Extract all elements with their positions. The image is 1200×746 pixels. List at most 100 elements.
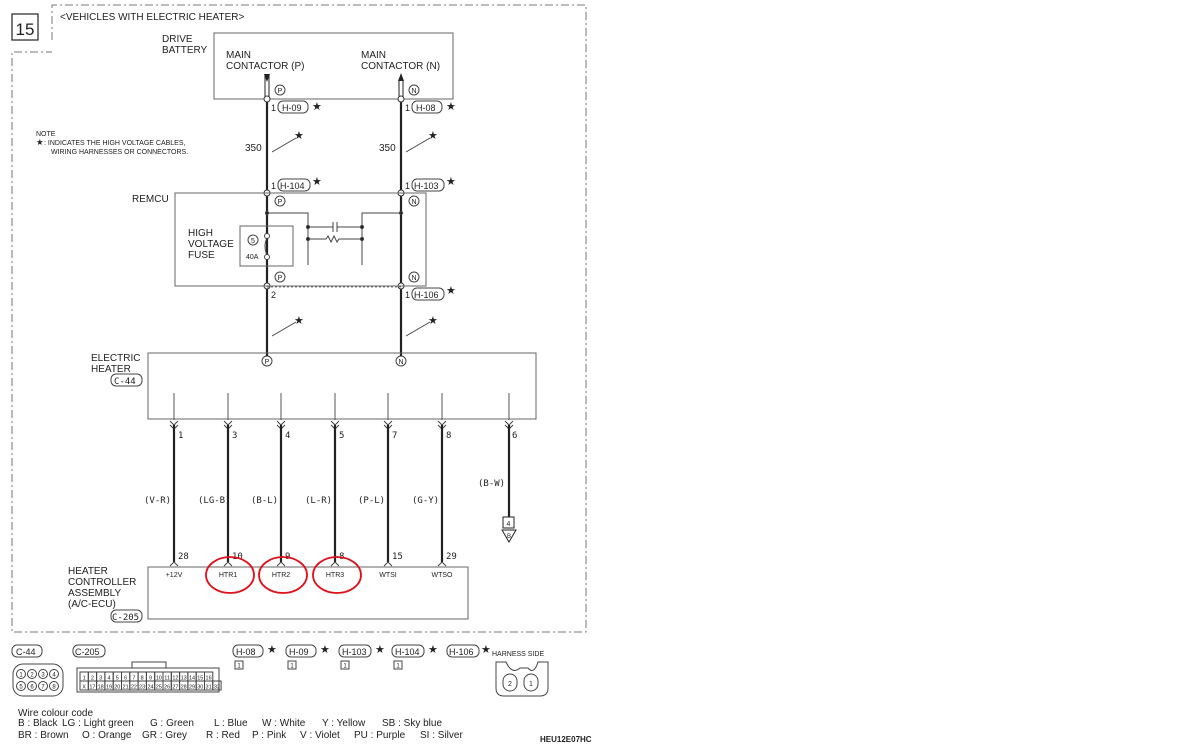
wire-color-code: (L-R) (305, 496, 332, 506)
c205-pin: 20 (114, 685, 120, 691)
colour-code-entry: PU : Purple (354, 730, 406, 741)
wire-color-code: (G-Y) (412, 496, 439, 506)
hv-star-icon: ★ (446, 176, 456, 188)
heater-pin-number: 3 (232, 431, 237, 441)
h09-label: H-09 (282, 103, 302, 113)
controller-label-3: ASSEMBLY (68, 588, 121, 599)
c205-pin: 4 (107, 676, 110, 682)
colour-code-entry: R : Red (206, 730, 240, 741)
c205-pin: 21 (123, 685, 129, 691)
c205-pin: 25 (156, 685, 162, 691)
remcu-label: REMCU (132, 194, 169, 205)
c44-pin: 5 (19, 685, 23, 691)
c205-pin: 27 (172, 685, 178, 691)
ecu-terminal-label: WTSI (379, 572, 397, 579)
hv-star-icon: ★ (446, 285, 456, 297)
main-contactor-p-2: CONTACTOR (P) (226, 61, 305, 72)
colour-code-entry: BR : Brown (18, 730, 69, 741)
electric-heater-box (147, 352, 537, 420)
heater-pin-number: 4 (285, 431, 290, 441)
highlight-circle (312, 556, 362, 594)
c44-pin: 2 (30, 673, 34, 679)
signal-wire: 1(V-R)28+12V (144, 393, 189, 579)
wire-color-code: (V-R) (144, 496, 171, 506)
h106-connector-face (495, 661, 549, 697)
cable-size-n: 350 (379, 143, 396, 154)
main-contactor-p-1: MAIN (226, 50, 251, 61)
heater-pin-number: 1 (178, 431, 183, 441)
single-connector-label: H-104 (395, 647, 420, 657)
ecu-terminal-label: +12V (166, 572, 183, 579)
ground-heater-pin: 6 (512, 431, 517, 441)
page-number-box (11, 13, 39, 41)
colour-code-entry: P : Pink (252, 730, 287, 741)
ecu-terminal-label: HTR2 (272, 572, 290, 579)
ground-letter: B (507, 534, 511, 540)
colour-code-entry: L : Blue (214, 718, 248, 729)
hv-star-icon: ★ (267, 644, 277, 656)
c205-pin: 14 (189, 676, 195, 682)
terminal-n-label: N (411, 275, 416, 282)
connector-node (397, 95, 405, 103)
remcu-p-pin: 2 (271, 290, 276, 300)
terminal-n-label: N (411, 88, 416, 95)
h08-pin: 1 (405, 103, 410, 113)
contactor-n-arrow-icon (398, 73, 404, 81)
colour-code-entry: Y : Yellow (322, 718, 366, 729)
contactor-p-arrow-icon (264, 74, 270, 82)
colour-code-entry: G : Green (150, 718, 194, 729)
c205-pin: 29 (189, 685, 195, 691)
hv-star-icon: ★ (320, 644, 330, 656)
fuse-number: 5 (251, 238, 255, 245)
colour-code-entry: SI : Silver (420, 730, 463, 741)
remcu-box (174, 192, 427, 287)
c205-pin: 5 (116, 676, 119, 682)
harness-side-label: HARNESS SIDE (492, 651, 544, 658)
h106-view-label: H-106 (449, 647, 474, 657)
signal-wires: 1(V-R)28+12V3(LG-B)10HTR14(B-L)9HTR25(L-… (144, 393, 457, 594)
fuse-box (239, 225, 294, 267)
ecu-terminal-label: WTSO (432, 572, 454, 579)
ecu-terminal-label: HTR1 (219, 572, 237, 579)
drive-battery-box (213, 32, 454, 100)
controller-connector: C-205 (112, 613, 139, 623)
c205-pin: 11 (164, 676, 170, 682)
note-heading: NOTE (36, 131, 56, 138)
note-star-icon: ★ (36, 137, 44, 147)
h104-label: H-104 (280, 181, 305, 191)
single-connector-label: H-08 (236, 647, 256, 657)
terminal-p-label: P (265, 359, 270, 366)
c205-pin: 1 (83, 676, 86, 682)
c205-pin: 23 (139, 685, 145, 691)
c44-pin: 6 (30, 685, 34, 691)
ground-icon (501, 529, 517, 543)
single-connector-label: H-09 (289, 647, 309, 657)
colour-code-entry: V : Violet (300, 730, 340, 741)
fuse-label-3: FUSE (188, 250, 215, 261)
single-connector-pin: 1 (237, 664, 241, 670)
c205-pin: 22 (131, 685, 137, 691)
wire-color-code: (LG-B) (198, 496, 231, 506)
svg-text:★: ★ (428, 315, 438, 327)
terminal-p-label: P (278, 88, 283, 95)
diagram-title: <VEHICLES WITH ELECTRIC HEATER> (60, 12, 244, 23)
svg-text:★: ★ (294, 130, 304, 142)
h106-label: H-106 (414, 290, 439, 300)
main-contactor-n-2: CONTACTOR (N) (361, 61, 440, 72)
ecu-terminal-label: HTR3 (326, 572, 344, 579)
h106-pin: 1 (529, 681, 533, 688)
single-connector-label: H-103 (342, 647, 367, 657)
ground-number: 4 (507, 521, 511, 528)
hv-star-icon: ★ (428, 644, 438, 656)
h103-pin: 1 (405, 181, 410, 191)
heater-label-2: HEATER (91, 364, 131, 375)
h106-pin: 2 (508, 681, 512, 688)
h08-label: H-08 (416, 103, 436, 113)
hv-star-icon: ★ (446, 101, 456, 113)
hv-star-icon: ★ (481, 644, 491, 656)
fuse-element (264, 233, 270, 260)
h09-pin: 1 (271, 103, 276, 113)
